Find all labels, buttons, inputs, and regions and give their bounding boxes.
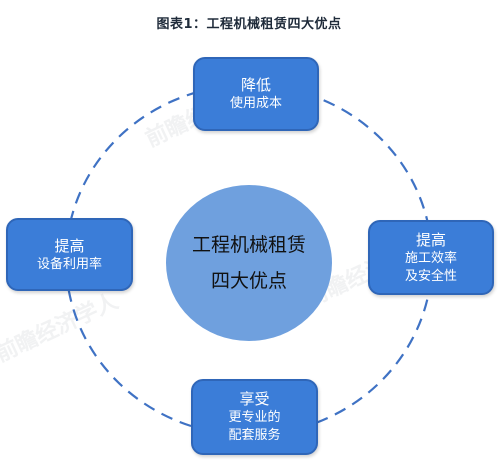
- advantage-head: 提高: [54, 236, 85, 255]
- advantage-box-service: 享受 更专业的 配套服务: [191, 379, 318, 455]
- advantage-detail: 施工效率: [404, 250, 457, 266]
- advantage-detail: 使用成本: [229, 96, 282, 111]
- center-circle: 工程机械租赁 四大优点: [166, 185, 332, 341]
- advantage-box-utilization: 提高 设备利用率: [6, 218, 133, 291]
- advantage-head: 提高: [415, 230, 446, 249]
- diagram-title: 图表1：工程机械租赁四大优点: [156, 17, 342, 32]
- advantage-head: 降低: [240, 76, 271, 94]
- advantage-head: 享受: [239, 390, 270, 408]
- advantage-detail-2: 配套服务: [228, 428, 281, 443]
- center-title: 工程机械租赁: [191, 234, 306, 256]
- center-subtitle: 四大优点: [210, 270, 287, 292]
- advantage-box-reduce-cost: 降低 使用成本: [193, 57, 319, 131]
- advantage-detail: 更专业的: [228, 410, 281, 425]
- advantage-box-efficiency-safety: 提高 施工效率 及安全性: [368, 220, 494, 295]
- advantage-detail-2: 及安全性: [404, 268, 457, 284]
- advantage-detail: 设备利用率: [36, 256, 102, 272]
